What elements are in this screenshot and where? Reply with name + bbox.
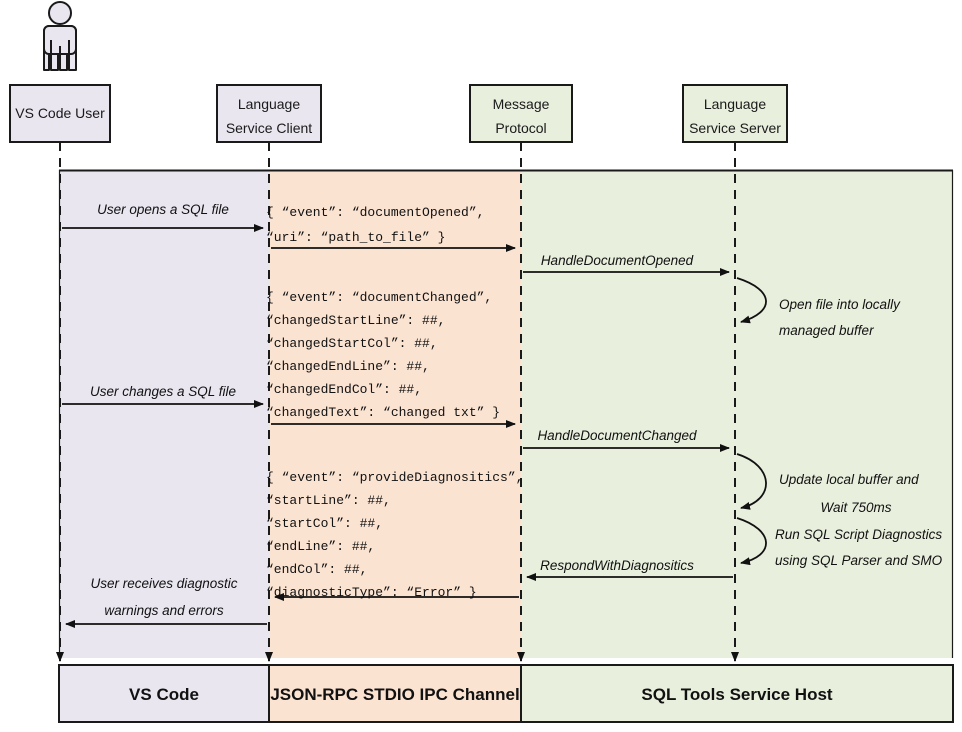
label-msg-handle-doc-opened: HandleDocumentOpened: [541, 253, 694, 268]
code-line: “changedText”: “changed txt” }: [266, 405, 500, 420]
participant-vs-code-user[interactable]: VS Code User: [9, 84, 111, 143]
note-line1: Run SQL Script Diagnostics: [775, 527, 942, 542]
self-loop-update-buffer[interactable]: [736, 453, 767, 510]
code-line: { “event”: “documentChanged”,: [266, 290, 492, 305]
code-line: “endCol”: ##,: [266, 562, 367, 577]
participant-label-line1: Language: [704, 96, 767, 112]
note-line2: managed buffer: [779, 323, 874, 338]
band-ipc-rect: [269, 170, 521, 658]
self-loop-arrows: [736, 277, 767, 566]
code-line: “endLine”: ##,: [266, 539, 375, 554]
participant-language-service-server[interactable]: Language Service Server: [682, 84, 788, 143]
participant-label-line2: Protocol: [495, 120, 546, 136]
code-line: { “event”: “provideDiagnositics”,: [266, 470, 523, 485]
code-line: { “event”: “documentOpened”,: [266, 205, 484, 220]
label-msg-user-changes: User changes a SQL file: [90, 384, 236, 399]
label-msg-handle-doc-changed: HandleDocumentChanged: [537, 428, 697, 443]
footer-label-vscode: VS Code: [129, 685, 199, 704]
footer-band-vscode: [58, 664, 270, 723]
person-icon-head: [48, 1, 72, 25]
note-line1: Update local buffer and: [779, 472, 919, 487]
lifelines: [56, 142, 739, 662]
participant-label-line2: Service Server: [689, 120, 781, 136]
participant-label-line2: Service Client: [226, 120, 312, 136]
message-arrows: [62, 224, 733, 628]
self-note-open-file: Open file into locally managed buffer: [779, 297, 901, 338]
code-line: “changedStartLine”: ##,: [266, 313, 445, 328]
code-block-document-opened: { “event”: “documentOpened”, “uri”: “pat…: [266, 205, 484, 245]
footer-bands: VS Code JSON-RPC STDIO IPC Channel SQL T…: [58, 664, 954, 723]
self-note-update-buffer: Update local buffer and Wait 750ms: [779, 472, 919, 515]
participant-label-line1: VS Code User: [15, 105, 105, 121]
participant-box[interactable]: [682, 84, 788, 143]
note-line2: Wait 750ms: [820, 500, 891, 515]
swimlane-bands: [58, 169, 954, 658]
footer-label-service: SQL Tools Service Host: [641, 685, 832, 704]
code-block-document-changed: { “event”: “documentChanged”, “changedSt…: [266, 290, 500, 420]
participant-box[interactable]: [469, 84, 573, 143]
label-msg-user-receives-line2: warnings and errors: [104, 603, 224, 618]
participant-label-line1: Message: [493, 96, 550, 112]
code-line: “changedStartCol”: ##,: [266, 336, 438, 351]
participant-message-protocol[interactable]: Message Protocol: [469, 84, 573, 143]
code-line: “changedEndLine”: ##,: [266, 359, 430, 374]
label-msg-respond-diag: RespondWithDiagnositics: [540, 558, 694, 573]
band-service-rect: [521, 170, 953, 658]
note-line2: using SQL Parser and SMO: [775, 553, 943, 568]
self-note-run-diagnostics: Run SQL Script Diagnostics using SQL Par…: [775, 527, 943, 568]
actor-figure: [43, 1, 77, 71]
note-line1: Open file into locally: [779, 297, 901, 312]
participant-language-service-client[interactable]: Language Service Client: [216, 84, 322, 143]
label-msg-user-receives-line1: User receives diagnostic: [90, 576, 237, 591]
code-line: “startLine”: ##,: [266, 493, 391, 508]
footer-band-ipc: [268, 664, 522, 723]
self-loop-run-diagnostics[interactable]: [736, 517, 767, 566]
footer-label-ipc: JSON-RPC STDIO IPC Channel: [270, 685, 519, 704]
band-vscode-rect: [59, 170, 269, 658]
self-loop-open-file[interactable]: [736, 277, 767, 324]
participant-label-line1: Language: [238, 96, 301, 112]
message-labels: User opens a SQL file HandleDocumentOpen…: [90, 202, 697, 618]
footer-band-service: [520, 664, 954, 723]
code-line: “changedEndCol”: ##,: [266, 382, 422, 397]
code-block-provide-diagnostics: { “event”: “provideDiagnositics”, “start…: [266, 470, 523, 600]
label-msg-user-opens: User opens a SQL file: [97, 202, 229, 217]
code-line: “diagnosticType”: “Error” }: [266, 585, 477, 600]
code-line: “uri”: “path_to_file” }: [266, 230, 445, 245]
code-line: “startCol”: ##,: [266, 516, 383, 531]
